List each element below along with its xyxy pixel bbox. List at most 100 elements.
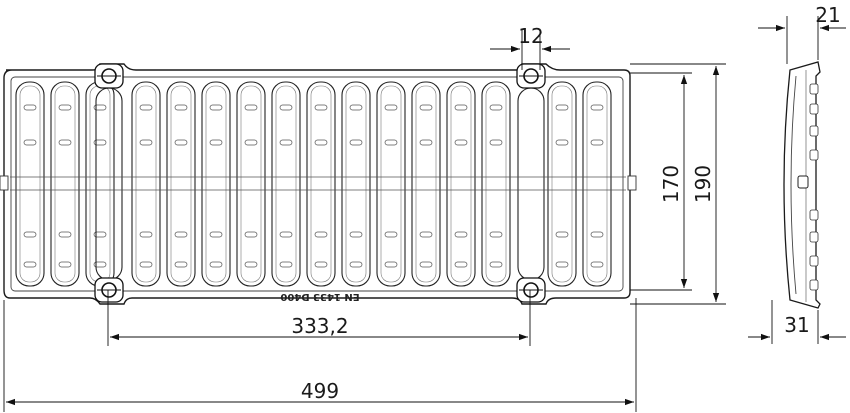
slot-rib xyxy=(139,261,153,268)
slot-rib xyxy=(279,231,293,238)
slot-rib xyxy=(454,139,468,146)
slot-rib xyxy=(209,231,223,238)
slot-rib xyxy=(93,261,107,268)
side-profile xyxy=(783,61,821,309)
slot-rib xyxy=(590,261,604,268)
slot-rib xyxy=(314,104,328,111)
slot-rib xyxy=(590,139,604,146)
slot-rib xyxy=(58,104,72,111)
slot-rib xyxy=(349,231,363,238)
side-clip xyxy=(797,175,809,189)
slot-rib xyxy=(349,261,363,268)
side-rib xyxy=(809,149,819,161)
slot-rib xyxy=(209,261,223,268)
side-rib xyxy=(809,103,819,115)
grate-slot xyxy=(15,81,45,287)
grate-slot-inner xyxy=(170,85,192,283)
grate-slot xyxy=(131,81,161,287)
grate-slot xyxy=(341,81,371,287)
grate-slot xyxy=(376,81,406,287)
grate-slot-inner xyxy=(415,85,437,283)
slot-rib xyxy=(58,261,72,268)
slot-rib xyxy=(384,231,398,238)
slot-rib xyxy=(590,231,604,238)
grate-slot xyxy=(201,81,231,287)
slot-rib xyxy=(139,231,153,238)
slot-rib xyxy=(454,231,468,238)
grate-slot xyxy=(582,81,612,287)
slot-rib xyxy=(174,104,188,111)
grate-slot-inner xyxy=(586,85,608,283)
dimensions-front xyxy=(3,30,726,412)
bolt-pocket xyxy=(94,277,124,303)
grate-slot-inner xyxy=(551,85,573,283)
grate-slot-inner xyxy=(240,85,262,283)
grate-slot xyxy=(166,81,196,287)
slot-rib xyxy=(489,231,503,238)
slot-rib xyxy=(454,104,468,111)
grate-slot-inner xyxy=(205,85,227,283)
dim-height-inner: 170 xyxy=(659,165,683,203)
grate-slot-inner xyxy=(135,85,157,283)
grate-slot xyxy=(446,81,476,287)
slot-rib xyxy=(489,104,503,111)
slot-rib xyxy=(23,104,37,111)
slot-rib xyxy=(349,104,363,111)
grate-slot-inner xyxy=(380,85,402,283)
slot-rib xyxy=(279,104,293,111)
side-rib xyxy=(809,255,819,267)
slot-rib xyxy=(244,231,258,238)
grate-slot-inner xyxy=(275,85,297,283)
slot-rib xyxy=(23,139,37,146)
slot-rib xyxy=(139,104,153,111)
bolt-pocket xyxy=(94,63,124,89)
side-rib xyxy=(809,125,819,137)
slot-rib xyxy=(93,231,107,238)
side-rib xyxy=(809,279,819,291)
side-rib xyxy=(809,231,819,243)
slot-rib xyxy=(139,139,153,146)
grate-slot xyxy=(411,81,441,287)
grate-outline xyxy=(3,63,631,305)
dim-width-total: 499 xyxy=(301,379,339,403)
slot-rib xyxy=(174,139,188,146)
dim-side-bottom: 31 xyxy=(784,313,809,337)
grate-slot-inner xyxy=(345,85,367,283)
side-rib xyxy=(809,83,819,95)
grate-slot-inner xyxy=(54,85,76,283)
grate-marking: EN 1433 D400 xyxy=(280,291,359,302)
slot-rib xyxy=(209,104,223,111)
grate-slot xyxy=(481,81,511,287)
slot-rib xyxy=(384,139,398,146)
grate-slot xyxy=(236,81,266,287)
grate-slot-inner xyxy=(485,85,507,283)
slot-rib xyxy=(244,139,258,146)
slot-rib xyxy=(419,139,433,146)
slot-rib xyxy=(58,139,72,146)
slot-rib xyxy=(209,139,223,146)
grate-slot-inner xyxy=(450,85,472,283)
slot-rib xyxy=(314,231,328,238)
bolt-pocket xyxy=(516,63,546,89)
slot-rib xyxy=(555,231,569,238)
slot-rib xyxy=(279,139,293,146)
slot-rib xyxy=(314,261,328,268)
side-rib xyxy=(809,209,819,221)
side-tab-right xyxy=(627,175,637,191)
slot-rib xyxy=(419,261,433,268)
slot-rib xyxy=(555,261,569,268)
dimensions-side xyxy=(748,16,846,344)
grate-slot xyxy=(306,81,336,287)
slot-rib xyxy=(384,104,398,111)
slot-rib xyxy=(93,139,107,146)
grate-inner-frame xyxy=(10,76,624,292)
bolt-channel xyxy=(95,87,123,281)
dim-height-outer: 190 xyxy=(691,165,715,203)
grate-side-view xyxy=(783,61,821,309)
grate-slot-inner xyxy=(310,85,332,283)
bolt-channel xyxy=(517,87,545,281)
slot-rib xyxy=(93,104,107,111)
slot-rib xyxy=(174,261,188,268)
